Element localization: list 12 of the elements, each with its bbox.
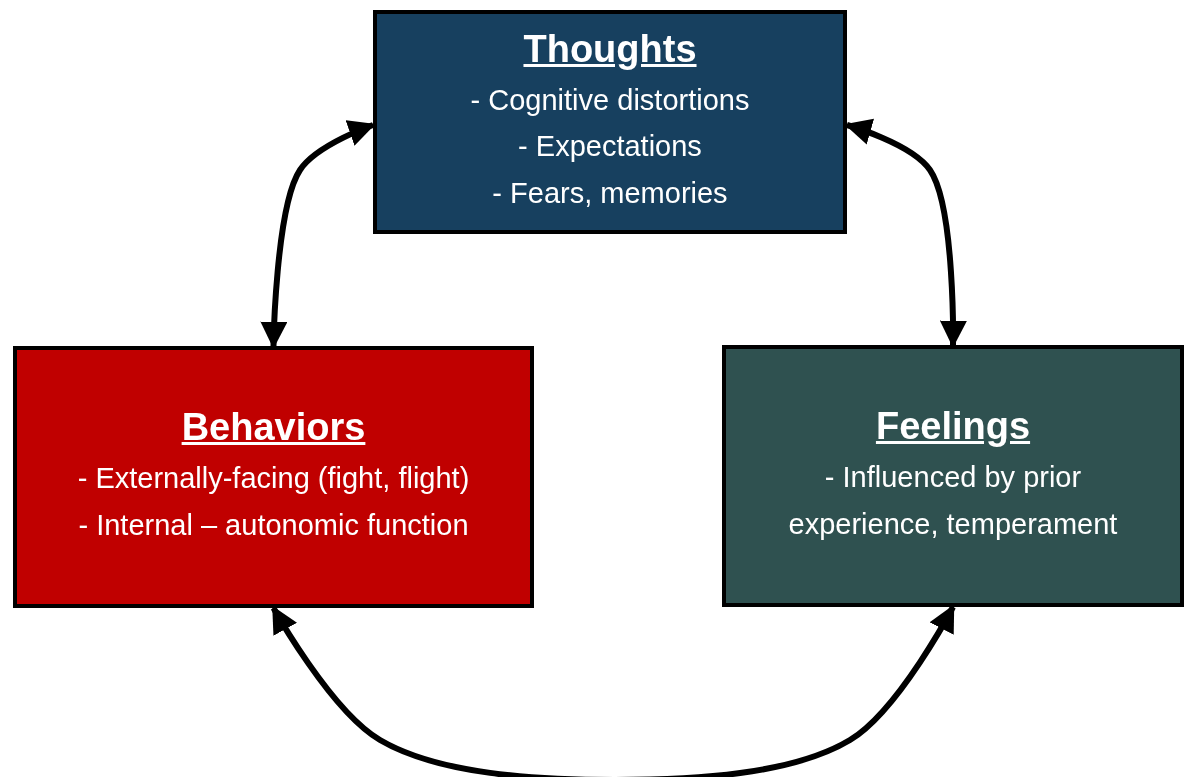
category-box <box>13 346 534 608</box>
bullet-text: - Internal – autonomic function <box>78 507 469 543</box>
bullet-text: - Fears, memories <box>492 175 728 211</box>
bullet-text: - Influenced by prior experience, temperament <box>787 460 1119 542</box>
box-heading: Feelings <box>875 405 1031 449</box>
box-heading: Thoughts <box>523 27 697 71</box>
bullet-text: - Cognitive distortions <box>470 82 750 118</box>
category-box <box>722 345 1184 607</box>
category-box <box>373 10 847 234</box>
box-heading: Behaviors <box>181 406 366 450</box>
bullet-text: - Externally-facing (fight, flight) <box>77 461 470 497</box>
bullet-text: - Expectations <box>518 129 702 165</box>
